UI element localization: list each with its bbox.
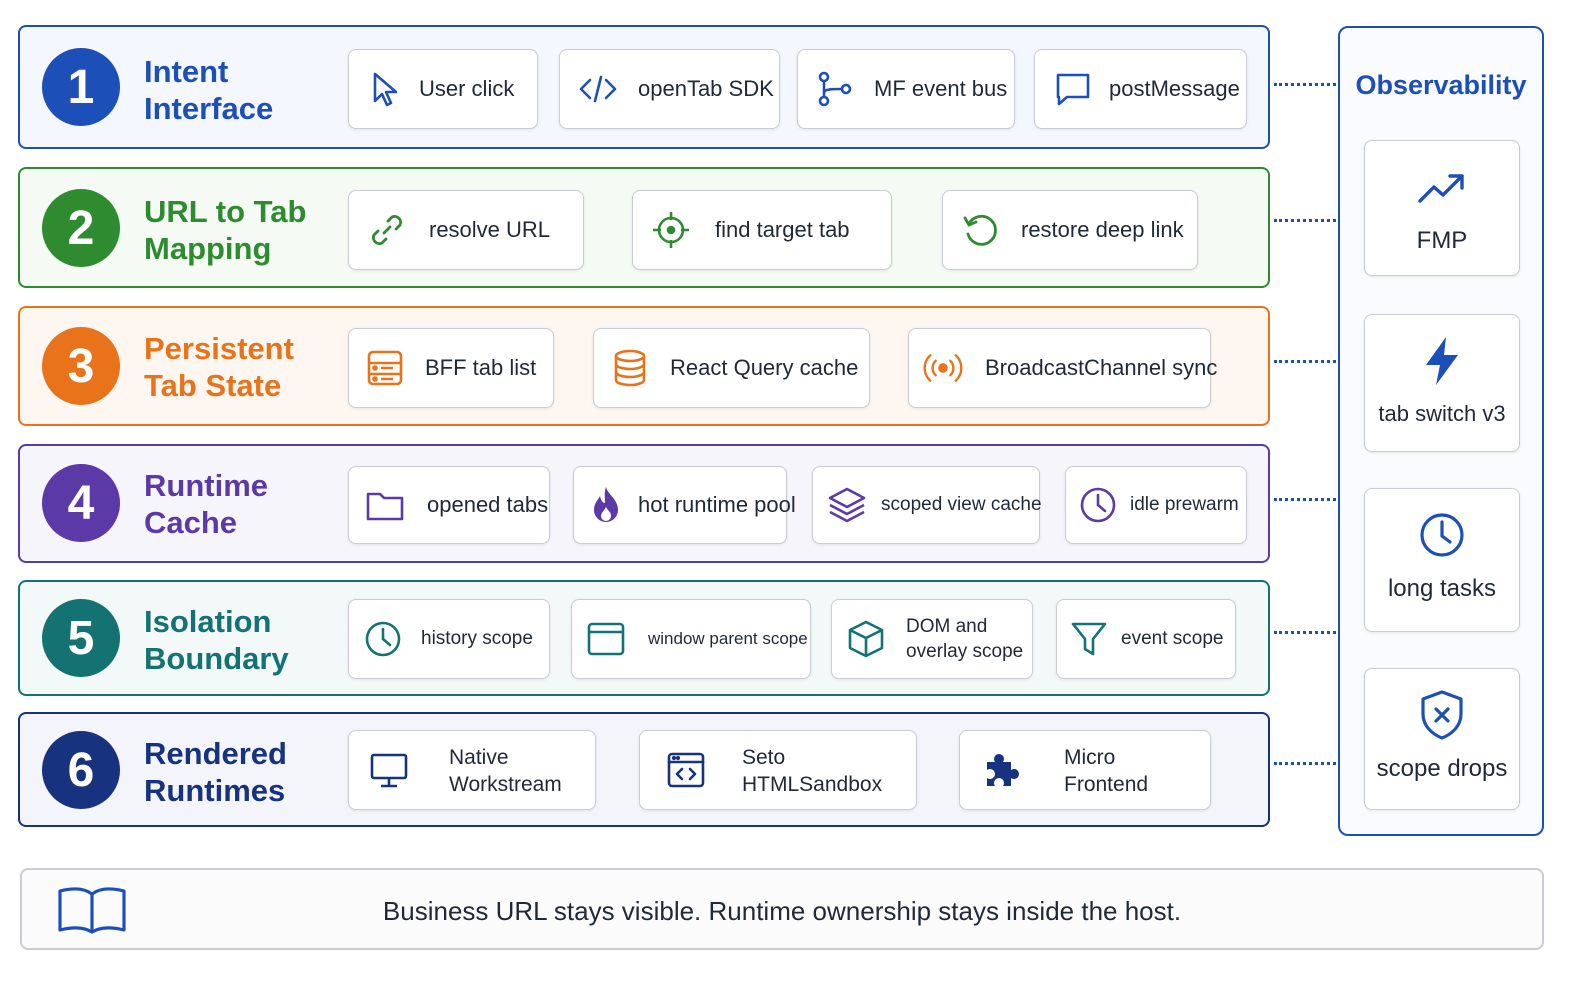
layer-number-badge: 5	[42, 599, 120, 677]
clock-icon	[1365, 509, 1519, 561]
card-micro-frontend: Micro Frontend	[959, 730, 1211, 810]
layer-rendered-runtimes: 6 Rendered Runtimes Native Workstream Se…	[18, 712, 1270, 827]
restore-icon	[959, 208, 1003, 252]
observability-panel: Observability FMP tab switch v3 long tas…	[1338, 26, 1544, 836]
cube-icon	[844, 617, 888, 661]
layer-number-badge: 4	[42, 464, 120, 542]
card-native-workstream: Native Workstream	[348, 730, 596, 810]
card-scoped-view-cache: scoped view cache	[812, 466, 1042, 544]
sandbox-icon	[664, 748, 708, 792]
metric-tab-switch-v3: tab switch v3	[1364, 314, 1520, 452]
card-resolve-url: resolve URL	[348, 190, 584, 270]
layer-number-badge: 3	[42, 327, 120, 405]
monitor-icon	[367, 748, 411, 792]
card-broadcastchannel-sync: BroadcastChannel sync	[908, 328, 1217, 408]
card-history-scope: history scope	[348, 599, 550, 679]
card-opened-tabs: opened tabs	[348, 466, 550, 544]
observability-title: Observability	[1355, 70, 1527, 100]
book-icon	[56, 884, 128, 939]
card-seto-htmlsandbox: Seto HTMLSandbox	[639, 730, 917, 810]
layer-title: Runtime Cache	[144, 468, 268, 540]
puzzle-icon	[980, 748, 1024, 792]
layer-title: URL to Tab Mapping	[144, 194, 307, 266]
connector-layer-2	[1274, 219, 1336, 222]
layer-runtime-cache: 4 Runtime Cache opened tabs hot runtime …	[18, 444, 1270, 563]
layer-number-badge: 2	[42, 189, 120, 267]
broadcast-icon	[921, 346, 965, 390]
layer-title: Isolation Boundary	[144, 604, 289, 676]
folder-icon	[363, 483, 407, 527]
layer-isolation-boundary: 5 Isolation Boundary history scope windo…	[18, 580, 1270, 696]
shield-x-icon	[1365, 689, 1519, 741]
filter-icon	[1067, 617, 1111, 661]
link-icon	[365, 208, 409, 252]
metric-long-tasks: long tasks	[1364, 488, 1520, 632]
layer-title: Persistent Tab State	[144, 331, 294, 403]
cursor-icon	[363, 67, 407, 111]
card-mf-event-bus: MF event bus	[797, 49, 1015, 129]
card-find-target-tab: find target tab	[632, 190, 892, 270]
connector-layer-1	[1274, 83, 1336, 86]
connector-layer-6	[1274, 762, 1336, 765]
metric-fmp: FMP	[1364, 140, 1520, 276]
card-postmessage: postMessage	[1034, 49, 1247, 129]
layer-url-to-tab-mapping: 2 URL to Tab Mapping resolve URL find ta…	[18, 167, 1270, 288]
card-event-scope: event scope	[1056, 599, 1236, 679]
metric-scope-drops: scope drops	[1364, 668, 1520, 810]
card-opentab-sdk: openTab SDK	[559, 49, 780, 129]
connector-layer-3	[1274, 360, 1336, 363]
footer-banner: Business URL stays visible. Runtime owne…	[20, 868, 1544, 950]
layer-persistent-tab-state: 3 Persistent Tab State BFF tab list Reac…	[18, 306, 1270, 426]
layer-intent-interface: 1 Intent Interface User click openTab SD…	[18, 25, 1270, 149]
card-dom-overlay-scope: DOM and overlay scope	[831, 599, 1033, 679]
connector-layer-5	[1274, 631, 1336, 634]
card-react-query-cache: React Query cache	[593, 328, 870, 408]
clock-icon	[361, 617, 405, 661]
bolt-icon	[1365, 335, 1519, 387]
card-idle-prewarm: idle prewarm	[1065, 466, 1247, 544]
card-window-parent-scope: window parent scope	[571, 599, 811, 679]
message-icon	[1051, 67, 1095, 111]
footer-text: Business URL stays visible. Runtime owne…	[382, 896, 1182, 926]
card-restore-deep-link: restore deep link	[942, 190, 1198, 270]
window-icon	[584, 617, 628, 661]
list-icon	[363, 346, 407, 390]
connector-layer-4	[1274, 498, 1336, 501]
layer-number-badge: 1	[42, 48, 120, 126]
layer-title: Rendered Runtimes	[144, 736, 287, 808]
branch-icon	[812, 67, 856, 111]
card-bff-tab-list: BFF tab list	[348, 328, 554, 408]
layers-icon	[825, 483, 869, 527]
card-hot-runtime-pool: hot runtime pool	[573, 466, 796, 544]
layer-title: Intent Interface	[144, 54, 274, 126]
clock-icon	[1076, 483, 1120, 527]
target-icon	[649, 208, 693, 252]
trend-up-icon	[1365, 163, 1519, 215]
code-icon	[576, 67, 620, 111]
flame-icon	[584, 483, 628, 527]
layer-number-badge: 6	[42, 731, 120, 809]
database-icon	[608, 346, 652, 390]
card-user-click: User click	[348, 49, 538, 129]
